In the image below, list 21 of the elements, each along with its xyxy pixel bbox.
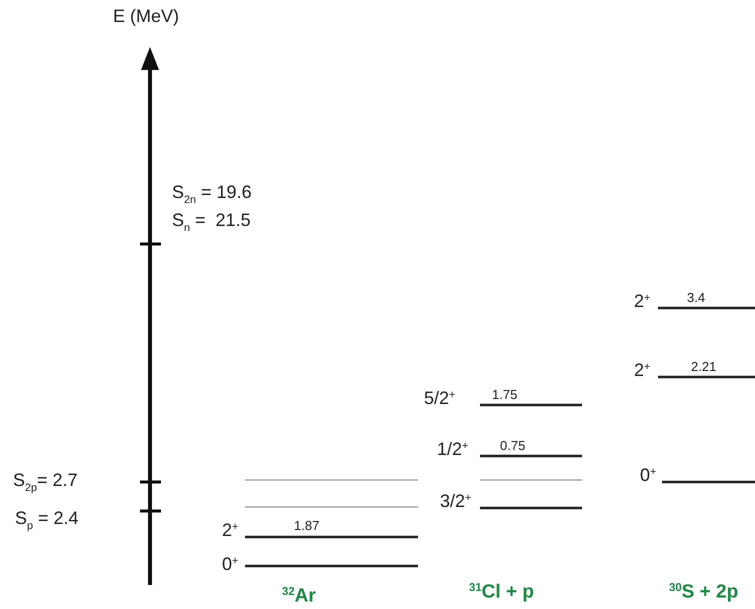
spin-parity-label: 0$^{+}$ — [640, 466, 656, 486]
energy-value: 2.21 — [691, 360, 716, 374]
axis-label: E (MeV) — [113, 7, 180, 27]
nucleus-label: $^{32}$Ar — [282, 586, 316, 608]
energy-value: 1.75 — [492, 388, 518, 402]
spin-parity-label: 3/2$^{+}$ — [440, 492, 472, 512]
nucleus-label: $^{31}$Cl + p — [469, 582, 534, 604]
energy-value: 3.4 — [687, 291, 706, 306]
spin-parity-label: 2$^{+}$ — [222, 521, 238, 541]
spin-parity-label: 2$^{+}$ — [634, 292, 650, 312]
nucleus-label: $^{30}$S + 2p — [669, 582, 738, 604]
threshold-label: S$_{p}$ = 2.4 — [15, 509, 79, 533]
threshold-label: S$_{2p}$= 2.7 — [13, 471, 78, 495]
spin-parity-label: 2$^{+}$ — [634, 361, 650, 381]
energy-value: 0.75 — [500, 439, 526, 454]
spin-parity-label: 0$^{+}$ — [222, 555, 238, 575]
spin-parity-label: 5/2$^{+}$ — [424, 389, 456, 409]
energy-value: 1.87 — [294, 519, 320, 534]
spin-parity-label: 1/2$^{+}$ — [437, 440, 468, 460]
threshold-label: S$_{2n}$ = 19.6 — [172, 183, 252, 207]
threshold-label: S$_{n}$ = 21.5 — [172, 211, 251, 235]
